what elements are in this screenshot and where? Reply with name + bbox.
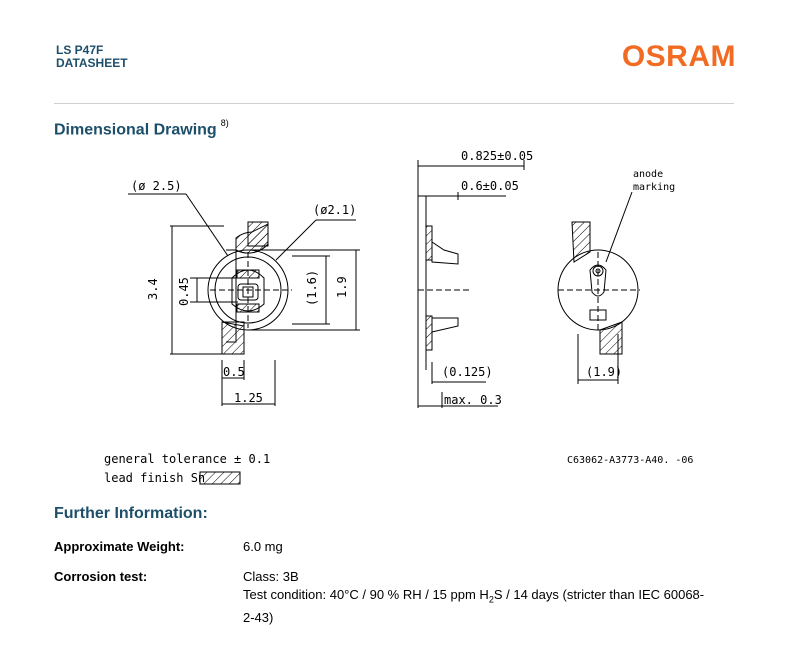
lead-finish: lead finish Sn — [104, 471, 205, 485]
dim-width-0-825: 0.825±0.05 — [461, 149, 533, 163]
weight-value: 6.0 mg — [243, 539, 283, 554]
side-view — [417, 160, 525, 408]
section-title-further-information: Further Information: — [54, 505, 208, 522]
corrosion-label: Corrosion test: — [54, 569, 148, 584]
left-view — [128, 193, 360, 406]
dim-width-0-5: 0.5 — [223, 365, 245, 379]
document-header: LS P47F DATASHEET — [56, 44, 128, 70]
hatched-lead-top — [247, 221, 269, 247]
label-anode: anode — [633, 169, 663, 180]
dim-width-0-6: 0.6±0.05 — [461, 179, 519, 193]
corrosion-class: Class: 3B — [243, 569, 299, 584]
section-title-text: Dimensional Drawing — [54, 121, 217, 139]
left-body-outline — [226, 249, 237, 343]
dim-height-1-9: 1.9 — [335, 276, 349, 298]
dim-height-0-45: 0.45 — [177, 277, 191, 306]
corrosion-value: Class: 3B Test condition: 40°C / 90 % RH… — [243, 568, 713, 627]
condition-text-a: Test condition: 40°C / 90 % RH / 15 ppm … — [243, 587, 489, 602]
drawing-number: C63062-A3773-A40. -06 — [567, 455, 693, 466]
dim-width-0-125: (0.125) — [442, 365, 493, 379]
condition-text-b: S / 14 days (stricter than IEC 60068-2-4… — [243, 587, 705, 625]
right-view — [557, 191, 640, 384]
dim-height-3-4: 3.4 — [146, 278, 160, 300]
footnote-marker: 8) — [220, 118, 229, 128]
dim-height-1-6: (1.6) — [305, 270, 319, 306]
dim-diameter-2-1: (ø2.1) — [313, 203, 356, 217]
dim-diameter-2-5: (ø 2.5) — [131, 179, 182, 193]
lead-finish-swatch — [199, 471, 241, 485]
header-divider — [54, 103, 734, 104]
dim-width-max-0-3: max. 0.3 — [444, 393, 502, 407]
product-name: LS P47F — [56, 43, 104, 57]
dimensional-drawing: (ø 2.5) (ø2.1) 3.4 0.45 (1.6) 1.9 0.5 1.… — [104, 149, 693, 485]
corrosion-condition: Test condition: 40°C / 90 % RH / 15 ppm … — [243, 586, 713, 627]
label-marking: marking — [633, 182, 675, 193]
brand-logo: OSRAM — [621, 40, 736, 73]
subscript-2: 2 — [488, 594, 494, 605]
weight-label: Approximate Weight: — [54, 539, 185, 554]
dim-width-1-9: (1.9) — [586, 365, 622, 379]
general-tolerance: general tolerance ± 0.1 — [104, 452, 270, 466]
document-type: DATASHEET — [56, 56, 128, 70]
dim-width-1-25: 1.25 — [234, 391, 263, 405]
